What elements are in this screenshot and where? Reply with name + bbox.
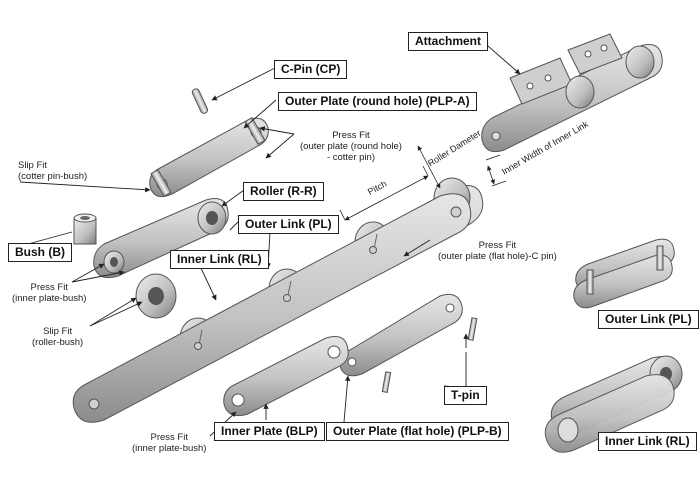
outer-plate-flat-part [339,293,463,377]
label-c-pin: C-Pin (CP) [274,60,348,79]
note-press-fit-inner-bottom: Press Fit (inner plate-bush) [132,432,207,454]
label-outer-plate-round: Outer Plate (round hole) (PLP-A) [278,92,477,111]
label-roller: Roller (R-R) [243,182,324,201]
bush-part [73,213,97,245]
note-slip-fit-roller: Slip Fit (roller-bush) [32,326,84,348]
note-press-fit-round: Press Fit (outer plate (round hole) - co… [300,130,402,163]
outer-link-right-part [573,238,675,309]
label-outer-link-right: Outer Link (PL) [598,310,699,329]
label-bush: Bush (B) [8,243,72,262]
label-outer-plate-flat: Outer Plate (flat hole) (PLP-B) [326,422,509,441]
label-inner-plate: Inner Plate (BLP) [214,422,325,441]
inner-plate-assembly-part [93,198,229,279]
inner-link-right-part [544,355,683,453]
c-pin-part [191,88,209,114]
main-chain [72,177,484,423]
label-outer-link-center: Outer Link (PL) [238,215,339,234]
dimension-lines [339,145,507,221]
note-press-fit-inner: Press Fit (inner plate-bush) [12,282,87,304]
label-attachment: Attachment [408,32,489,51]
loose-roller-part [135,273,177,319]
note-slip-fit-cotter: Slip Fit (cotter pin-bush) [18,160,88,182]
inner-plate-blp-part [223,336,349,417]
chain-pin-heads [88,206,462,410]
label-t-pin: T-pin [444,386,487,405]
outer-plate-round-part [149,117,269,198]
attachment-link-part [481,33,663,153]
t-pin-part [381,317,478,393]
label-inner-link-right: Inner Link (RL) [598,432,697,451]
note-press-fit-flat: Press Fit (outer plate (flat hole)-C pin… [438,240,557,262]
label-inner-link-center: Inner Link (RL) [170,250,269,269]
